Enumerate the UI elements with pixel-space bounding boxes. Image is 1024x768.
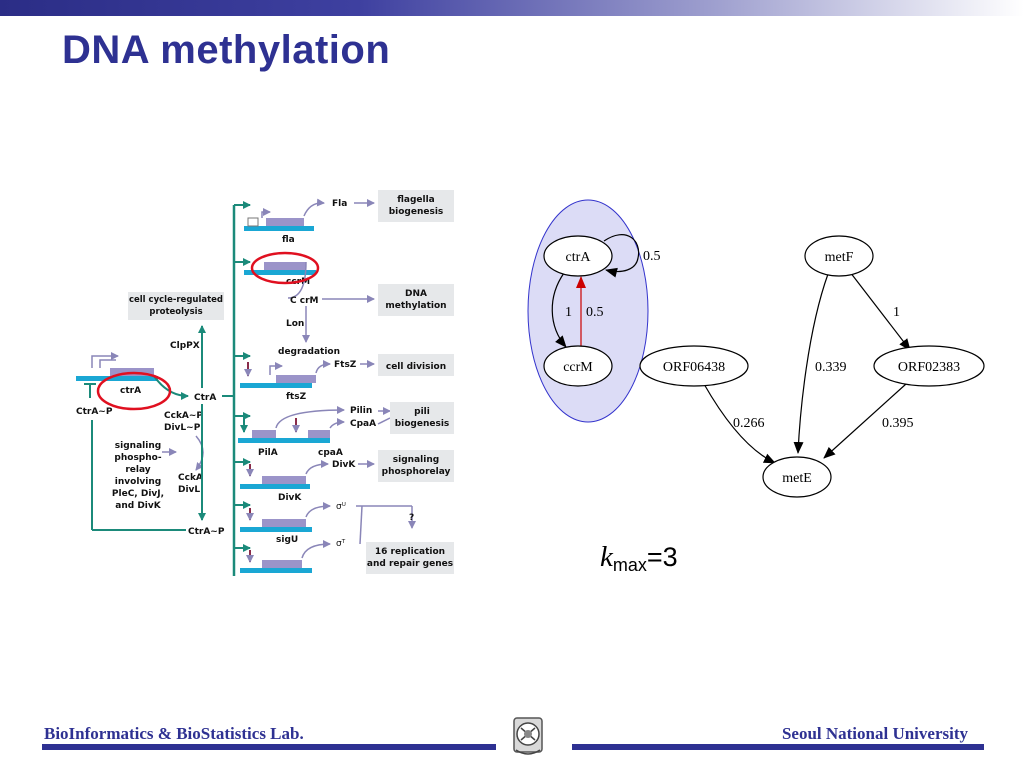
gene-ftsz: FtsZ ftsZ cell division bbox=[240, 354, 454, 402]
footer-lab-name: BioInformatics & BioStatistics Lab. bbox=[44, 724, 304, 743]
node-mete-label: metE bbox=[782, 471, 812, 486]
edge-metf-mete bbox=[793, 273, 829, 454]
edge-metf-orf02383 bbox=[849, 271, 911, 351]
gene-fla-label: fla bbox=[282, 235, 295, 245]
divl-p-label: DivL~P bbox=[164, 423, 201, 433]
replication-output-1: 16 replication bbox=[375, 547, 445, 557]
lon-label: Lon bbox=[286, 319, 304, 329]
ftsz-protein-label: FtsZ bbox=[334, 360, 357, 370]
edge-orf06438-mete bbox=[703, 383, 776, 464]
ctra-regulation-figure: fla Fla flagella biogenesis ccrM C crM D… bbox=[76, 190, 454, 576]
signaling-label-4: involving bbox=[115, 477, 161, 487]
gene-cpaa-label: cpaA bbox=[318, 448, 343, 458]
edge-label-ccrm-ctra: 0.5 bbox=[586, 305, 604, 320]
node-ccrm: ccrM bbox=[543, 345, 613, 387]
gene-ftsz-label: ftsZ bbox=[286, 392, 307, 402]
ccka-label: CckA bbox=[178, 473, 203, 483]
edge-label-ctra-self: 0.5 bbox=[643, 249, 661, 264]
gene-divk: DivK DivK signaling phosphorelay bbox=[240, 450, 454, 503]
edge-ctra-self bbox=[603, 234, 640, 278]
ctra-p-bottom-label: CtrA~P bbox=[188, 527, 225, 537]
node-ctra-label: ctrA bbox=[566, 250, 592, 265]
fla-protein-label: Fla bbox=[332, 199, 347, 209]
ctra-p-left-label: CtrA~P bbox=[76, 407, 113, 417]
ctra-protein-label: CtrA bbox=[194, 393, 216, 403]
fla-output-2: biogenesis bbox=[389, 207, 444, 217]
node-orf02383-label: ORF02383 bbox=[898, 360, 960, 375]
gene-pila-cpaa: Pilin CpaA PilA cpaA pili biogenesis bbox=[238, 402, 454, 458]
ctra-module: cell cycle-regulated proteolysis ClpPX c… bbox=[76, 292, 234, 537]
ccrm-output-1: DNA bbox=[405, 289, 427, 299]
footer-rule-right bbox=[572, 744, 984, 750]
gene-ccrm: ccrM C crM DNA methylation Lon degradati… bbox=[244, 261, 454, 357]
footer-rule-left bbox=[42, 744, 496, 750]
header-gradient-bar bbox=[0, 0, 1024, 16]
node-mete: metE bbox=[762, 456, 832, 498]
node-metf-label: metF bbox=[825, 250, 854, 265]
node-ctra: ctrA bbox=[543, 235, 613, 277]
node-ccrm-label: ccrM bbox=[563, 360, 593, 375]
proteolysis-label-1: cell cycle-regulated bbox=[129, 295, 223, 305]
clpx-label: ClpPX bbox=[170, 341, 200, 351]
signaling-label-5: PleC, DivJ, bbox=[112, 489, 164, 499]
methylation-network-graph: 0.5 1 0.5 1 0.339 0.266 0.395 ctrA ccrM … bbox=[527, 199, 985, 498]
slide-title: DNA methylation bbox=[62, 28, 391, 72]
unknown-target-label: ? bbox=[409, 513, 414, 523]
edge-label-orf06438-mete: 0.266 bbox=[733, 416, 765, 431]
footer-university-name: Seoul National University bbox=[781, 724, 968, 743]
ccrm-protein-label: C crM bbox=[290, 296, 319, 306]
edge-ctra-ccrm bbox=[551, 272, 567, 348]
ccrm-output-2: methylation bbox=[385, 301, 446, 311]
university-seal-icon bbox=[513, 717, 543, 755]
pili-output-1: pili bbox=[414, 407, 430, 417]
ccka-p-label: CckA~P bbox=[164, 411, 203, 421]
divk-protein-label: DivK bbox=[332, 460, 356, 470]
ftsz-output: cell division bbox=[386, 362, 446, 372]
signaling-label-2: phospho- bbox=[114, 453, 161, 463]
edge-label-ctra-ccrm: 1 bbox=[565, 305, 572, 320]
pili-output-2: biogenesis bbox=[395, 419, 450, 429]
gene-sigu: σᵁ sigU ? σᵀ 16 replication and repair g… bbox=[240, 502, 454, 574]
signaling-label-3: relay bbox=[125, 465, 150, 475]
edge-orf02383-mete bbox=[823, 383, 907, 459]
gene-pila-label: PilA bbox=[258, 448, 278, 458]
degradation-label: degradation bbox=[278, 347, 340, 357]
divk-output-2: phosphorelay bbox=[382, 467, 451, 477]
gene-divk-label: DivK bbox=[278, 493, 302, 503]
cpaa-protein-label: CpaA bbox=[350, 419, 376, 429]
node-orf02383: ORF02383 bbox=[873, 345, 985, 387]
node-metf: metF bbox=[804, 235, 874, 277]
edge-label-metf-mete: 0.339 bbox=[815, 360, 847, 375]
sigma-t-label: σᵀ bbox=[336, 539, 346, 549]
proteolysis-label-2: proteolysis bbox=[149, 307, 202, 317]
sigma-u-label: σᵁ bbox=[336, 502, 346, 512]
fla-output-1: flagella bbox=[397, 195, 435, 205]
replication-output-2: and repair genes bbox=[367, 559, 453, 569]
kmax-label: kmax=3 bbox=[600, 541, 678, 575]
gene-sigu-label: sigU bbox=[276, 535, 298, 545]
pilin-label: Pilin bbox=[350, 406, 372, 416]
gene-fla: fla Fla flagella biogenesis bbox=[244, 190, 454, 245]
edge-label-metf-orf02383: 1 bbox=[893, 305, 900, 320]
divk-output-1: signaling bbox=[393, 455, 439, 465]
divl-label: DivL bbox=[178, 485, 200, 495]
ccrm-highlight-circle bbox=[250, 251, 320, 285]
edge-label-orf02383-mete: 0.395 bbox=[882, 416, 914, 431]
signaling-label-1: signaling bbox=[115, 441, 161, 451]
node-orf06438: ORF06438 bbox=[639, 345, 749, 387]
signaling-label-6: and DivK bbox=[115, 501, 161, 511]
ctra-highlight-circle bbox=[96, 371, 172, 411]
node-orf06438-label: ORF06438 bbox=[663, 360, 725, 375]
ctra-gene-label: ctrA bbox=[120, 386, 141, 396]
